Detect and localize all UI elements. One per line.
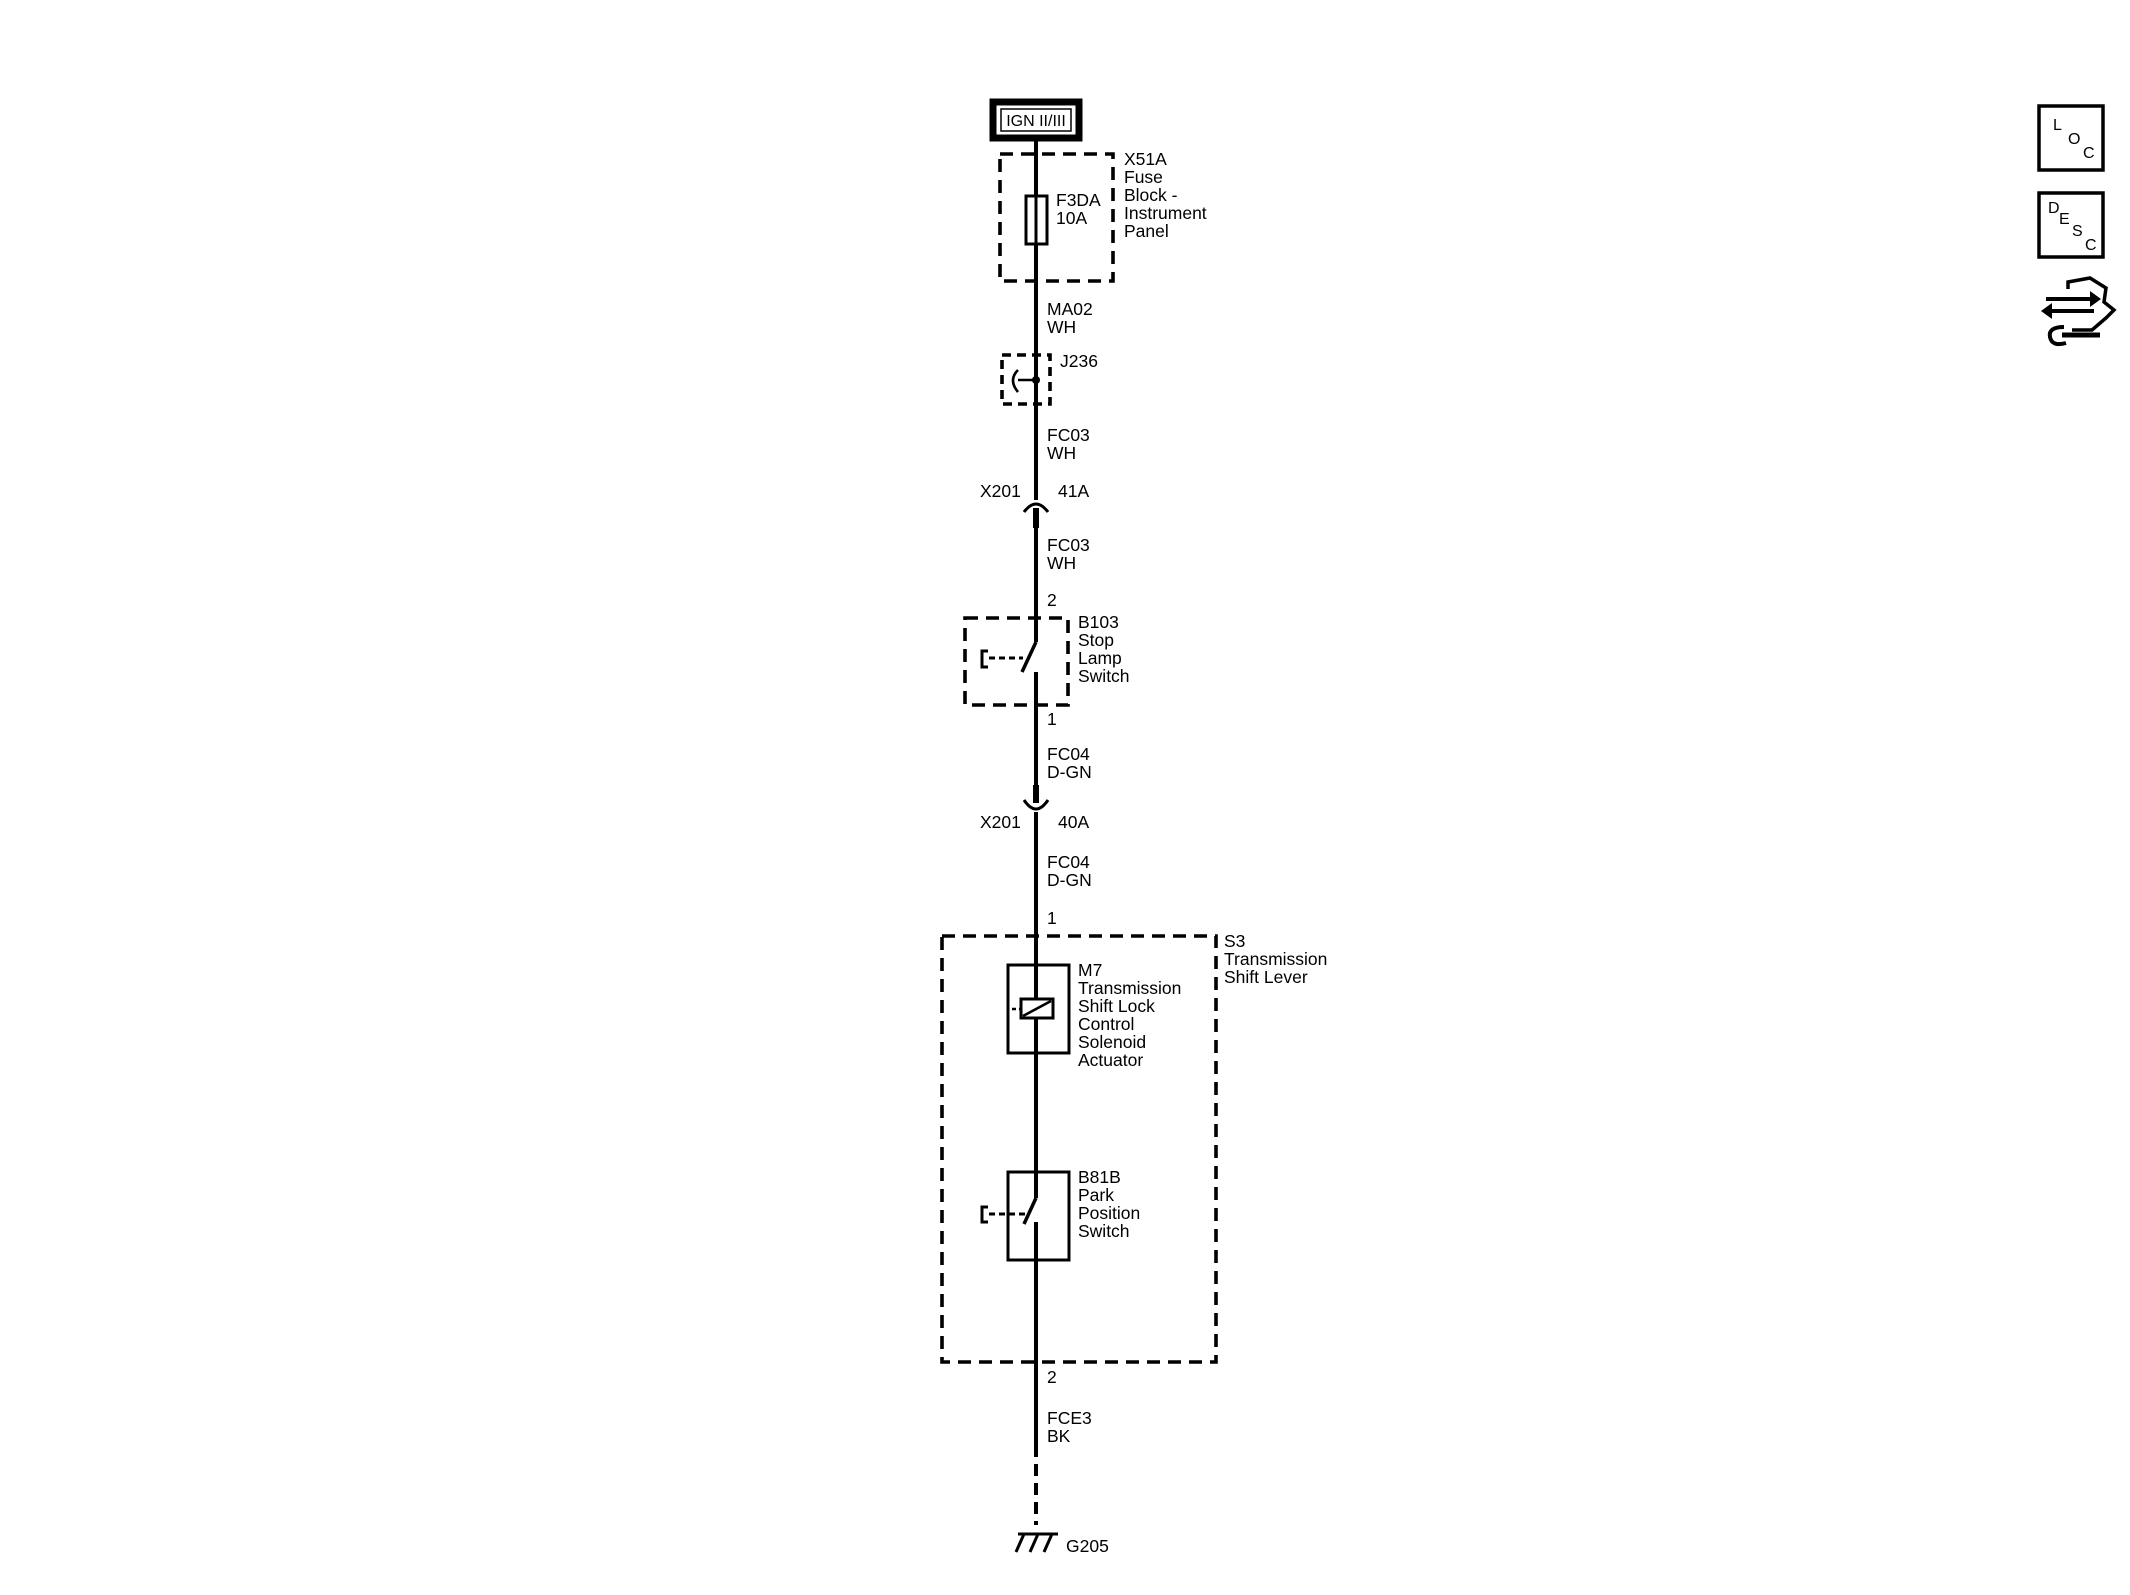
diagnostic-connector-button[interactable] (2041, 276, 2117, 347)
ground-ref: G205 (1066, 1536, 1109, 1556)
module-pin-in: 1 (1047, 908, 1057, 928)
shift-lever-module[interactable]: 1 S3 Transmission Shift Lever 2 (940, 908, 1327, 1387)
desc-icon-letter: S (2072, 223, 2083, 240)
solenoid-desc-4: Solenoid (1078, 1032, 1146, 1052)
junction[interactable]: J236 (1000, 351, 1098, 406)
power-source[interactable]: IGN II/III (989, 98, 1083, 142)
connector-pin: 41A (1058, 481, 1089, 501)
connector-ref: X201 (980, 481, 1021, 501)
power-source-label: IGN II/III (1006, 113, 1066, 130)
park-switch-desc-1: Park (1078, 1185, 1114, 1205)
desc-icon-letter: C (2085, 237, 2097, 254)
wire-color-label: D-GN (1047, 762, 1092, 782)
switch-pin-out: 1 (1047, 709, 1057, 729)
desc-button[interactable]: D E S C (2037, 191, 2105, 259)
desc-icon: D (2048, 200, 2060, 217)
loc-icon: L (2053, 117, 2062, 134)
wire-circuit-label: FCE3 (1047, 1408, 1092, 1428)
solenoid-ref: M7 (1078, 960, 1102, 980)
wire-color-label: D-GN (1047, 870, 1092, 890)
wire-circuit-label: MA02 (1047, 299, 1093, 319)
shift-lock-solenoid[interactable]: M7 Transmission Shift Lock Control Solen… (1006, 960, 1181, 1070)
loc-icon-letter: C (2083, 145, 2095, 162)
fuse-id: F3DA (1056, 190, 1101, 210)
park-switch-desc-3: Switch (1078, 1221, 1130, 1241)
park-switch-desc-2: Position (1078, 1203, 1140, 1223)
switch-desc-3: Switch (1078, 666, 1130, 686)
junction-ref: J236 (1060, 351, 1098, 371)
fuse-block-ref: X51A (1124, 149, 1167, 169)
switch-desc-1: Stop (1078, 630, 1114, 650)
connector-x201-41a[interactable]: X201 41A (980, 481, 1089, 528)
diagnostic-connector-icon (2041, 276, 2117, 347)
module-pin-out: 2 (1047, 1367, 1057, 1387)
solenoid-desc-1: Transmission (1078, 978, 1181, 998)
connector-ref: X201 (980, 812, 1021, 832)
park-switch-ref: B81B (1078, 1167, 1121, 1187)
wire-color-label: WH (1047, 553, 1076, 573)
desc-icon-letter: E (2059, 211, 2070, 228)
wire-circuit-label: FC04 (1047, 852, 1090, 872)
loc-button[interactable]: L O C (2037, 104, 2105, 172)
loc-icon-letter: O (2068, 131, 2080, 148)
fuse-block-desc-2: Block - (1124, 185, 1178, 205)
park-position-switch[interactable]: B81B Park Position Switch (980, 1167, 1140, 1262)
switch-desc-2: Lamp (1078, 648, 1122, 668)
wire-circuit-label: FC03 (1047, 425, 1090, 445)
fuse-block-desc-1: Fuse (1124, 167, 1163, 187)
solenoid-desc-3: Control (1078, 1014, 1134, 1034)
connector-x201-40a[interactable]: X201 40A (980, 785, 1089, 832)
module-desc-2: Shift Lever (1224, 967, 1308, 987)
wire-color-label: WH (1047, 443, 1076, 463)
wire-color-label: BK (1047, 1426, 1071, 1446)
switch-pin-in: 2 (1047, 590, 1057, 610)
solenoid-desc-2: Shift Lock (1078, 996, 1155, 1016)
fuse-block-desc-4: Panel (1124, 221, 1169, 241)
fuse-rating: 10A (1056, 208, 1087, 228)
stop-lamp-switch[interactable]: 2 B103 Stop Lamp Switch 1 (963, 590, 1130, 729)
fuse-block-desc-3: Instrument (1124, 203, 1207, 223)
wire-circuit-label: FC03 (1047, 535, 1090, 555)
wire-circuit-label: FC04 (1047, 744, 1090, 764)
module-ref: S3 (1224, 931, 1245, 951)
connector-pin: 40A (1058, 812, 1089, 832)
module-desc-1: Transmission (1224, 949, 1327, 969)
fuse-block[interactable]: F3DA 10A X51A Fuse Block - Instrument Pa… (998, 149, 1207, 283)
ground-g205[interactable]: G205 (1014, 1532, 1109, 1556)
wire-color-label: WH (1047, 317, 1076, 337)
solenoid-desc-5: Actuator (1078, 1050, 1143, 1070)
switch-ref: B103 (1078, 612, 1119, 632)
